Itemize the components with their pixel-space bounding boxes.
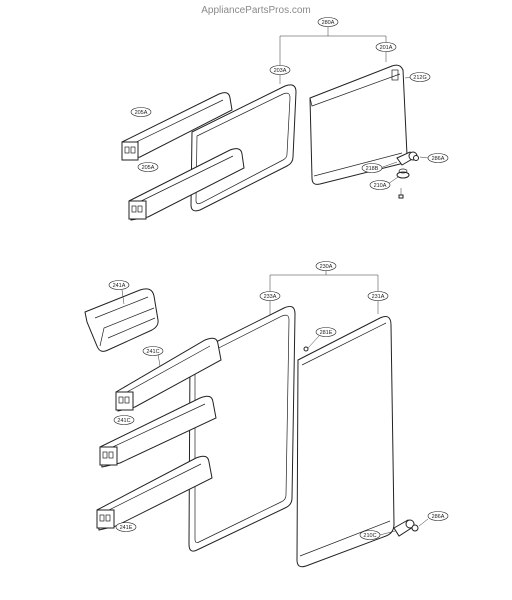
door-bin-upper [121, 92, 233, 161]
door-bin-241C-upper [115, 337, 222, 412]
label-231A: 231A [367, 291, 389, 301]
svg-text:218B: 218B [366, 166, 379, 172]
door-bin-lower [128, 148, 245, 221]
svg-text:201A: 201A [380, 45, 393, 51]
label-210C: 210C [359, 530, 381, 540]
svg-text:210A: 210A [374, 183, 387, 189]
svg-text:203A: 203A [274, 68, 287, 74]
hinge-assembly-top [396, 151, 419, 199]
label-241E: 241E [115, 522, 137, 532]
svg-text:231A: 231A [372, 294, 385, 300]
svg-text:205A: 205A [135, 110, 148, 116]
svg-text:286A: 286A [432, 514, 445, 520]
svg-text:241C: 241C [146, 349, 159, 355]
label-210A: 210A [369, 180, 391, 190]
svg-text:241E: 241E [120, 525, 133, 531]
label-218B: 218B [361, 163, 383, 173]
label-281E: 281E [315, 327, 337, 337]
svg-text:286A: 286A [432, 156, 445, 162]
label-286A-top: 286A [427, 153, 449, 163]
label-212G: 212G [409, 72, 431, 82]
refrigerator-gasket [188, 306, 296, 552]
dairy-bin [84, 288, 159, 352]
svg-text:205A: 205A [142, 165, 155, 171]
svg-text:230A: 230A [320, 264, 333, 270]
screw-281E [303, 346, 309, 352]
hinge-assembly-bottom [393, 519, 419, 537]
label-203A: 203A [269, 65, 291, 75]
label-241A: 241A [108, 280, 130, 290]
svg-text:281E: 281E [320, 330, 333, 336]
label-205A-top: 205A [130, 107, 152, 117]
svg-text:241A: 241A [113, 283, 126, 289]
freezer-door [309, 64, 408, 185]
label-233A: 233A [259, 291, 281, 301]
leader-280A [279, 35, 387, 43]
leader-230A [269, 274, 379, 282]
label-280A: 280A [317, 17, 339, 27]
svg-text:233A: 233A [264, 294, 277, 300]
door-bin-241C-middle [99, 395, 217, 468]
svg-text:210C: 210C [363, 533, 376, 539]
label-241C-top: 241C [142, 346, 164, 356]
label-286A-bottom: 286A [427, 511, 449, 521]
svg-text:212G: 212G [413, 75, 426, 81]
svg-text:241C: 241C [117, 418, 130, 424]
refrigerator-door [296, 316, 395, 568]
label-205A-bottom: 205A [137, 162, 159, 172]
label-230A: 230A [315, 261, 337, 271]
label-201A: 201A [375, 42, 397, 52]
label-241C-mid: 241C [113, 415, 135, 425]
site-watermark: AppliancePartsPros.com [201, 5, 311, 16]
svg-text:280A: 280A [322, 20, 335, 26]
door-bin-241E-lower [96, 455, 213, 531]
